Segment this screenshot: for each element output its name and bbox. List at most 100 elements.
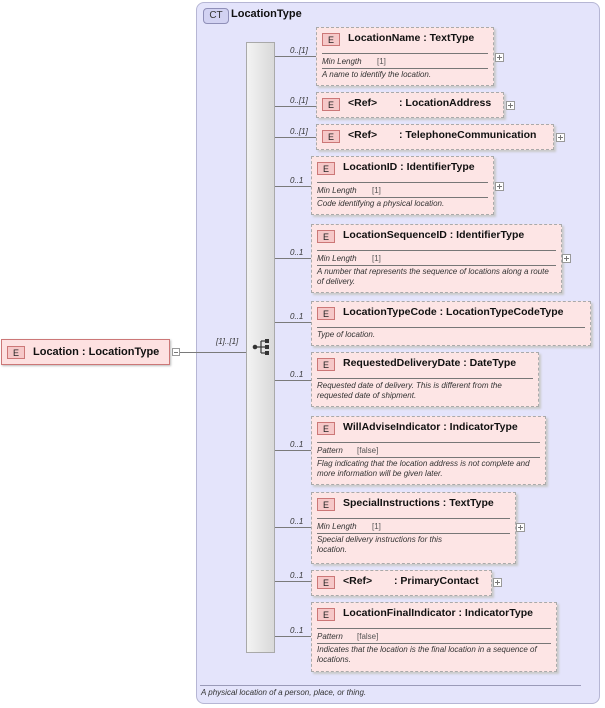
element-multiplicity: 0..1 [290, 440, 304, 449]
facet-name: Pattern [317, 446, 343, 455]
element-ref-location-address[interactable]: E <Ref> : LocationAddress [316, 92, 504, 118]
element-description: Indicates that the location is the final… [317, 645, 537, 664]
element-separator [317, 518, 510, 519]
root-element-location[interactable]: E Location : LocationType [1, 339, 170, 365]
element-will-advise-indicator[interactable]: E WillAdviseIndicator : IndicatorType Pa… [311, 416, 546, 485]
element-separator [317, 628, 551, 629]
element-location-type-code[interactable]: E LocationTypeCode : LocationTypeCodeTyp… [311, 301, 591, 346]
element-multiplicity: 0..1 [290, 626, 304, 635]
element-special-instructions[interactable]: E SpecialInstructions : TextType Min Len… [311, 492, 516, 564]
element-location-final-indicator[interactable]: E LocationFinalIndicator : IndicatorType… [311, 602, 557, 672]
facet-name: Pattern [317, 632, 343, 641]
element-title: LocationID : IdentifierType [343, 161, 475, 173]
element-separator [317, 533, 510, 534]
element-multiplicity: 0..1 [290, 176, 304, 185]
element-separator [322, 53, 488, 54]
element-separator [317, 457, 540, 458]
element-title: LocationFinalIndicator : IndicatorType [343, 607, 533, 619]
element-badge: E [322, 98, 340, 111]
ref-type: : PrimaryContact [394, 575, 479, 587]
element-connector [275, 380, 311, 381]
element-requested-delivery-date[interactable]: E RequestedDeliveryDate : DateType Reque… [311, 352, 539, 407]
element-description: Flag indicating that the location addres… [317, 459, 530, 478]
element-connector [275, 636, 311, 637]
element-multiplicity: 0..1 [290, 370, 304, 379]
element-multiplicity: 0..[1] [290, 96, 308, 105]
element-ref-telephone-communication[interactable]: E <Ref> : TelephoneCommunication [316, 124, 554, 150]
element-multiplicity: 0..1 [290, 571, 304, 580]
facet-name: Min Length [317, 254, 357, 263]
element-connector [275, 258, 311, 259]
element-description: Type of location. [317, 330, 376, 339]
element-title: LocationName : TextType [348, 32, 475, 44]
element-multiplicity: 0..1 [290, 312, 304, 321]
element-connector [275, 106, 317, 107]
complex-type-description: A physical location of a person, place, … [201, 688, 367, 697]
element-description: Code identifying a physical location. [317, 199, 445, 208]
element-multiplicity: 0..[1] [290, 127, 308, 136]
element-badge: E [317, 162, 335, 175]
element-separator [317, 442, 540, 443]
element-title: WillAdviseIndicator : IndicatorType [343, 421, 518, 433]
element-badge: E [317, 230, 335, 243]
element-connector [275, 322, 311, 323]
element-location-id[interactable]: E LocationID : IdentifierType Min Length… [311, 156, 494, 215]
facet-name: Min Length [322, 57, 362, 66]
element-multiplicity: 0..1 [290, 248, 304, 257]
ref-keyword: <Ref> [348, 129, 378, 141]
expand-toggle[interactable] [506, 101, 515, 110]
element-description: Requested date of delivery. This is diff… [317, 381, 502, 400]
facet-value: [1] [377, 57, 386, 66]
expand-toggle[interactable] [556, 133, 565, 142]
complex-type-divider [200, 685, 581, 686]
ref-keyword: <Ref> [343, 575, 373, 587]
ref-keyword: <Ref> [348, 97, 378, 109]
facet-name: Min Length [317, 186, 357, 195]
element-description: A name to identify the location. [322, 70, 432, 79]
facet-value: [1] [372, 522, 381, 531]
sequence-icon[interactable] [252, 337, 272, 357]
element-badge: E [317, 576, 335, 589]
ref-type: : LocationAddress [399, 97, 492, 109]
collapse-toggle[interactable] [172, 348, 180, 356]
element-badge: E [317, 307, 335, 320]
element-badge: E [322, 33, 340, 46]
element-separator [317, 197, 488, 198]
element-connector [275, 56, 317, 57]
element-connector [275, 527, 311, 528]
element-location-name[interactable]: E LocationName : TextType Min Length [1]… [316, 27, 494, 86]
expand-toggle[interactable] [493, 578, 502, 587]
expand-toggle[interactable] [562, 254, 571, 263]
complex-type-badge: CT [203, 8, 229, 24]
element-multiplicity: 0..1 [290, 517, 304, 526]
expand-toggle[interactable] [495, 53, 504, 62]
element-badge: E [317, 498, 335, 511]
element-separator [317, 265, 556, 266]
expand-toggle[interactable] [516, 523, 525, 532]
element-separator [322, 68, 488, 69]
element-badge: E [7, 346, 25, 359]
element-separator [317, 182, 488, 183]
element-location-sequence-id[interactable]: E LocationSequenceID : IdentifierType Mi… [311, 224, 562, 293]
element-separator [317, 327, 585, 328]
element-title: RequestedDeliveryDate : DateType [343, 357, 517, 369]
root-element-label: Location : LocationType [33, 346, 160, 358]
element-connector [275, 137, 317, 138]
element-connector [275, 581, 311, 582]
element-separator [317, 250, 556, 251]
facet-value: [false] [357, 632, 379, 641]
expand-toggle[interactable] [495, 182, 504, 191]
root-multiplicity: [1]..[1] [216, 337, 239, 346]
complex-type-name[interactable]: LocationType [231, 8, 302, 20]
element-title: LocationSequenceID : IdentifierType [343, 229, 525, 241]
element-description: Special delivery instructions for this l… [317, 535, 442, 554]
element-badge: E [317, 358, 335, 371]
element-title: LocationTypeCode : LocationTypeCodeType [343, 306, 564, 318]
element-ref-primary-contact[interactable]: E <Ref> : PrimaryContact [311, 570, 492, 596]
element-connector [275, 186, 311, 187]
facet-value: [1] [372, 254, 381, 263]
element-separator [317, 378, 533, 379]
element-title: SpecialInstructions : TextType [343, 497, 494, 509]
facet-name: Min Length [317, 522, 357, 531]
ref-type: : TelephoneCommunication [399, 129, 537, 141]
